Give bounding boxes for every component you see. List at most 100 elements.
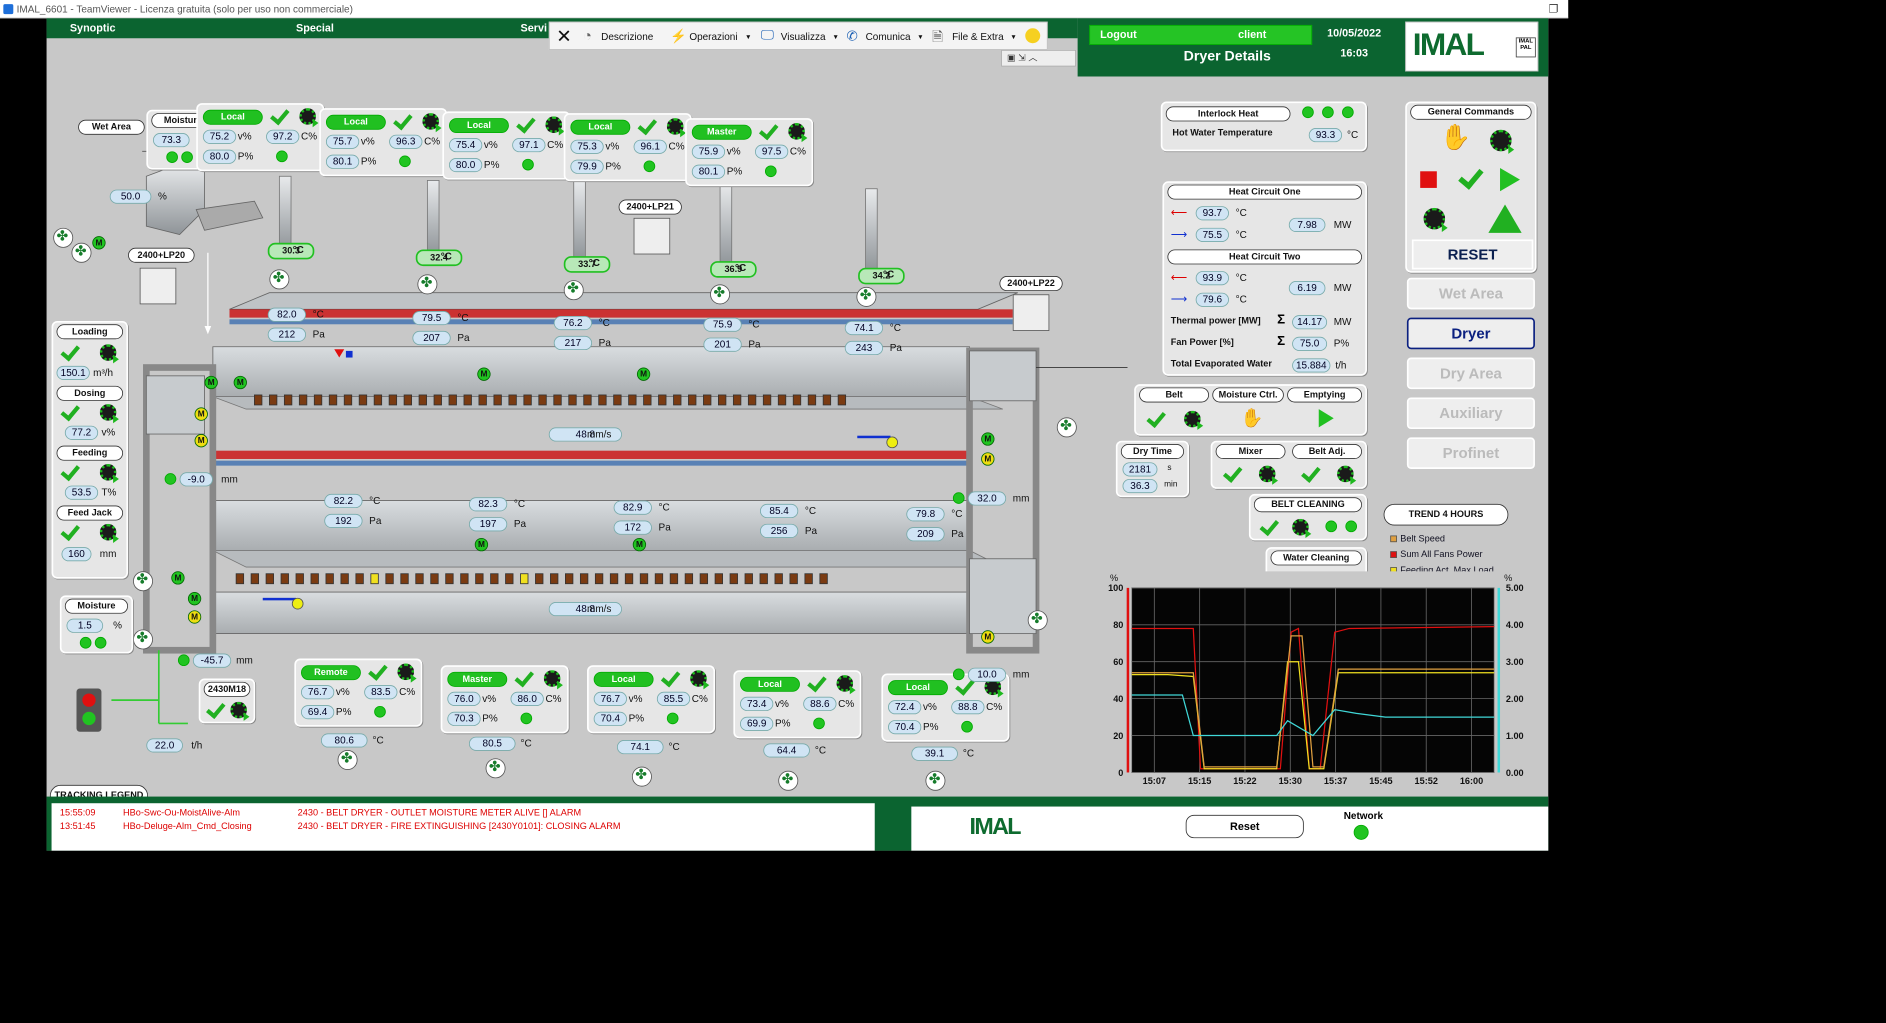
lp21-box[interactable] xyxy=(633,217,671,255)
hand-stop-icon[interactable]: ✋ xyxy=(1440,123,1472,152)
check-icon[interactable] xyxy=(58,522,80,540)
profinet-button[interactable]: Profinet xyxy=(1406,437,1535,469)
motor-icon[interactable]: M xyxy=(233,375,247,390)
play-icon[interactable] xyxy=(1318,409,1334,428)
file-extra-menu[interactable]: File & Extra xyxy=(952,30,1004,43)
check-icon[interactable] xyxy=(1221,464,1243,482)
check-icon[interactable] xyxy=(1144,409,1166,427)
zone-mode[interactable]: Master xyxy=(447,671,508,687)
zone-mode[interactable]: Local xyxy=(888,680,948,696)
lp22-box[interactable] xyxy=(1012,294,1050,331)
gear-icon[interactable] xyxy=(1337,465,1357,485)
hand-icon[interactable]: ✋ xyxy=(1240,407,1264,429)
auxiliary-button[interactable]: Auxiliary xyxy=(1406,397,1535,430)
dry-area-button[interactable]: Dry Area xyxy=(1406,357,1535,390)
motor-icon[interactable]: M xyxy=(474,537,489,552)
gear-icon[interactable] xyxy=(1490,129,1515,154)
gear-icon[interactable] xyxy=(299,108,319,128)
warning-icon[interactable] xyxy=(1488,204,1522,233)
gear-icon[interactable] xyxy=(788,123,808,143)
motor-icon[interactable]: M xyxy=(981,630,995,644)
lp20-box[interactable] xyxy=(139,267,177,305)
footer-reset-button[interactable]: Reset xyxy=(1185,814,1304,839)
fan-icon[interactable] xyxy=(485,758,506,779)
fan-icon[interactable] xyxy=(925,770,946,791)
check-icon[interactable] xyxy=(58,343,80,361)
check-icon[interactable] xyxy=(512,669,534,687)
gear-icon[interactable] xyxy=(99,463,119,484)
fan-icon[interactable] xyxy=(53,227,74,248)
fan-icon[interactable] xyxy=(417,274,438,295)
descrizione-button[interactable]: Descrizione xyxy=(601,30,654,43)
motor-icon[interactable]: M xyxy=(632,537,647,552)
check-icon[interactable] xyxy=(366,662,388,680)
check-icon[interactable] xyxy=(268,106,290,124)
check-icon[interactable] xyxy=(1257,517,1279,535)
check-icon[interactable] xyxy=(757,121,779,139)
gear-icon[interactable] xyxy=(690,670,710,690)
nav-special[interactable]: Special xyxy=(296,21,334,35)
zone-mode[interactable]: Local xyxy=(593,671,654,687)
valve-icon[interactable] xyxy=(262,597,297,610)
zone-mode[interactable]: Local xyxy=(570,119,631,135)
zone-mode[interactable]: Local xyxy=(202,109,263,125)
gear-icon[interactable] xyxy=(1258,465,1279,485)
motor-icon[interactable]: M xyxy=(187,592,202,606)
gear-icon[interactable] xyxy=(230,701,250,721)
fan-icon[interactable] xyxy=(1056,417,1077,438)
fan-icon[interactable] xyxy=(133,571,153,592)
smiley-icon[interactable] xyxy=(1025,28,1041,44)
operazioni-menu[interactable]: Operazioni xyxy=(689,30,738,43)
fan-icon[interactable] xyxy=(1027,610,1048,631)
motor-icon[interactable]: M xyxy=(981,452,995,466)
zone-mode[interactable]: Local xyxy=(740,676,800,692)
check-icon[interactable] xyxy=(391,111,413,129)
fan-icon[interactable] xyxy=(856,286,877,307)
gear-icon[interactable] xyxy=(1292,518,1312,538)
check-icon[interactable] xyxy=(204,700,226,718)
fan-icon[interactable] xyxy=(269,269,290,290)
zone-mode[interactable]: Local xyxy=(325,114,386,130)
comunica-menu[interactable]: Comunica xyxy=(865,30,911,43)
gear-icon[interactable] xyxy=(99,523,119,543)
toolbar-collapse[interactable]: ▣ ⇲ ︿ xyxy=(1001,49,1076,67)
fan-icon[interactable] xyxy=(631,766,652,787)
check-icon[interactable] xyxy=(58,462,80,480)
gear-icon[interactable] xyxy=(543,670,563,690)
dryer-button[interactable]: Dryer xyxy=(1406,317,1535,350)
wet-area-button[interactable]: Wet Area xyxy=(1406,277,1535,310)
nav-service[interactable]: Servi xyxy=(520,21,547,35)
motor-icon[interactable]: M xyxy=(477,367,491,381)
check-icon[interactable] xyxy=(1299,464,1321,482)
motor-icon[interactable]: M xyxy=(204,375,218,390)
logout-button[interactable]: Logout client xyxy=(1089,24,1313,45)
restore-icon[interactable]: ❐ xyxy=(1548,2,1559,15)
motor-icon[interactable]: M xyxy=(981,432,995,446)
close-icon[interactable]: ✕ xyxy=(556,25,572,47)
stop-icon[interactable] xyxy=(1420,171,1437,188)
play-icon[interactable] xyxy=(1500,167,1520,192)
gear-icon[interactable] xyxy=(397,663,417,683)
check-icon[interactable] xyxy=(659,669,681,687)
gear-icon[interactable] xyxy=(1184,410,1204,430)
gear-icon[interactable] xyxy=(666,118,686,138)
check-icon[interactable] xyxy=(58,402,80,420)
fan-icon[interactable] xyxy=(71,242,92,263)
gear-icon[interactable] xyxy=(99,404,119,424)
trend-button[interactable]: TREND 4 HOURS xyxy=(1383,503,1509,526)
alarm-list[interactable]: 15:55:09 HBo-Swc-Ou-MoistAlive-Alm 2430 … xyxy=(51,803,875,851)
gear-icon[interactable] xyxy=(545,116,565,136)
gear-icon[interactable] xyxy=(99,344,119,364)
check-icon[interactable] xyxy=(514,115,536,133)
visualizza-menu[interactable]: Visualizza xyxy=(780,30,826,43)
gear-icon[interactable] xyxy=(422,113,442,133)
valve-icon[interactable] xyxy=(857,435,891,448)
fan-icon[interactable] xyxy=(710,284,731,305)
motor-icon[interactable]: M xyxy=(194,434,208,448)
check-icon[interactable] xyxy=(805,674,827,692)
motor-icon[interactable]: M xyxy=(92,236,106,250)
gear-icon[interactable] xyxy=(1423,207,1448,232)
fan-icon[interactable] xyxy=(133,629,153,650)
zone-mode[interactable]: Master xyxy=(691,124,752,140)
motor-icon[interactable]: M xyxy=(194,407,208,421)
